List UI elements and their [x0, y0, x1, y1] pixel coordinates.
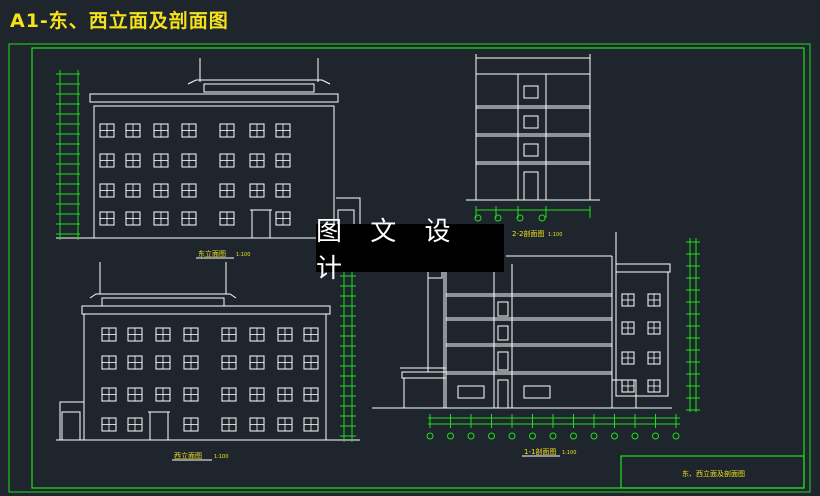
section-1-1-scale: 1:100: [562, 450, 576, 456]
watermark: 图 文 设 计: [316, 217, 504, 284]
east-elevation-caption-text: 东立面图: [198, 249, 226, 258]
axis-bubble: [467, 432, 475, 440]
section-2-2-dimensions: [474, 206, 591, 222]
section-1-1-dimensions: [428, 238, 697, 425]
section-2-2-caption-text: 2-2剖面图: [512, 229, 544, 238]
axis-bubble: [590, 432, 598, 440]
section-2-2-scale: 1:100: [548, 232, 562, 238]
east-elevation-scale: 1:100: [236, 252, 250, 258]
axis-bubble: [447, 432, 454, 440]
east-elevation[interactable]: [56, 58, 372, 239]
section-1-1-level-ticks: [686, 241, 700, 411]
east-level-ticks: [56, 73, 80, 235]
west-elevation[interactable]: [56, 262, 360, 441]
axis-bubble: [611, 432, 618, 440]
axis-bubble: [652, 432, 659, 440]
axis-bubble: [508, 432, 516, 440]
west-level-ticks: [340, 275, 356, 437]
east-elevation-level-marks: [59, 70, 79, 240]
outer-border: [8, 43, 811, 493]
axis-bubble: [631, 432, 639, 440]
west-elevation-windows: [101, 327, 319, 432]
west-elevation-level-marks: [343, 272, 353, 442]
section-2-2[interactable]: [466, 54, 600, 201]
sheet-title: A1-东、西立面及剖面图: [10, 10, 229, 32]
axis-bubble: [549, 432, 557, 440]
axis-bubble: [488, 432, 495, 440]
west-elevation-scale: 1:100: [214, 454, 228, 460]
east-elevation-windows: [99, 123, 291, 226]
title-block: [620, 455, 805, 489]
section-1-1-caption-text: 1-1剖面图: [524, 447, 556, 456]
axis-bubble: [426, 432, 434, 440]
axis-bubble: [570, 432, 577, 440]
axis-bubble: [529, 432, 536, 440]
inner-border: [31, 47, 805, 489]
title-block-text: 东、西立面及剖面图: [682, 469, 745, 478]
west-elevation-caption-text: 西立面图: [174, 451, 202, 460]
section-1-1-axis-bubbles: [426, 414, 680, 440]
section-1-1[interactable]: [372, 232, 672, 409]
axis-bubble: [672, 432, 680, 440]
section-1-1-windows: [621, 293, 661, 393]
